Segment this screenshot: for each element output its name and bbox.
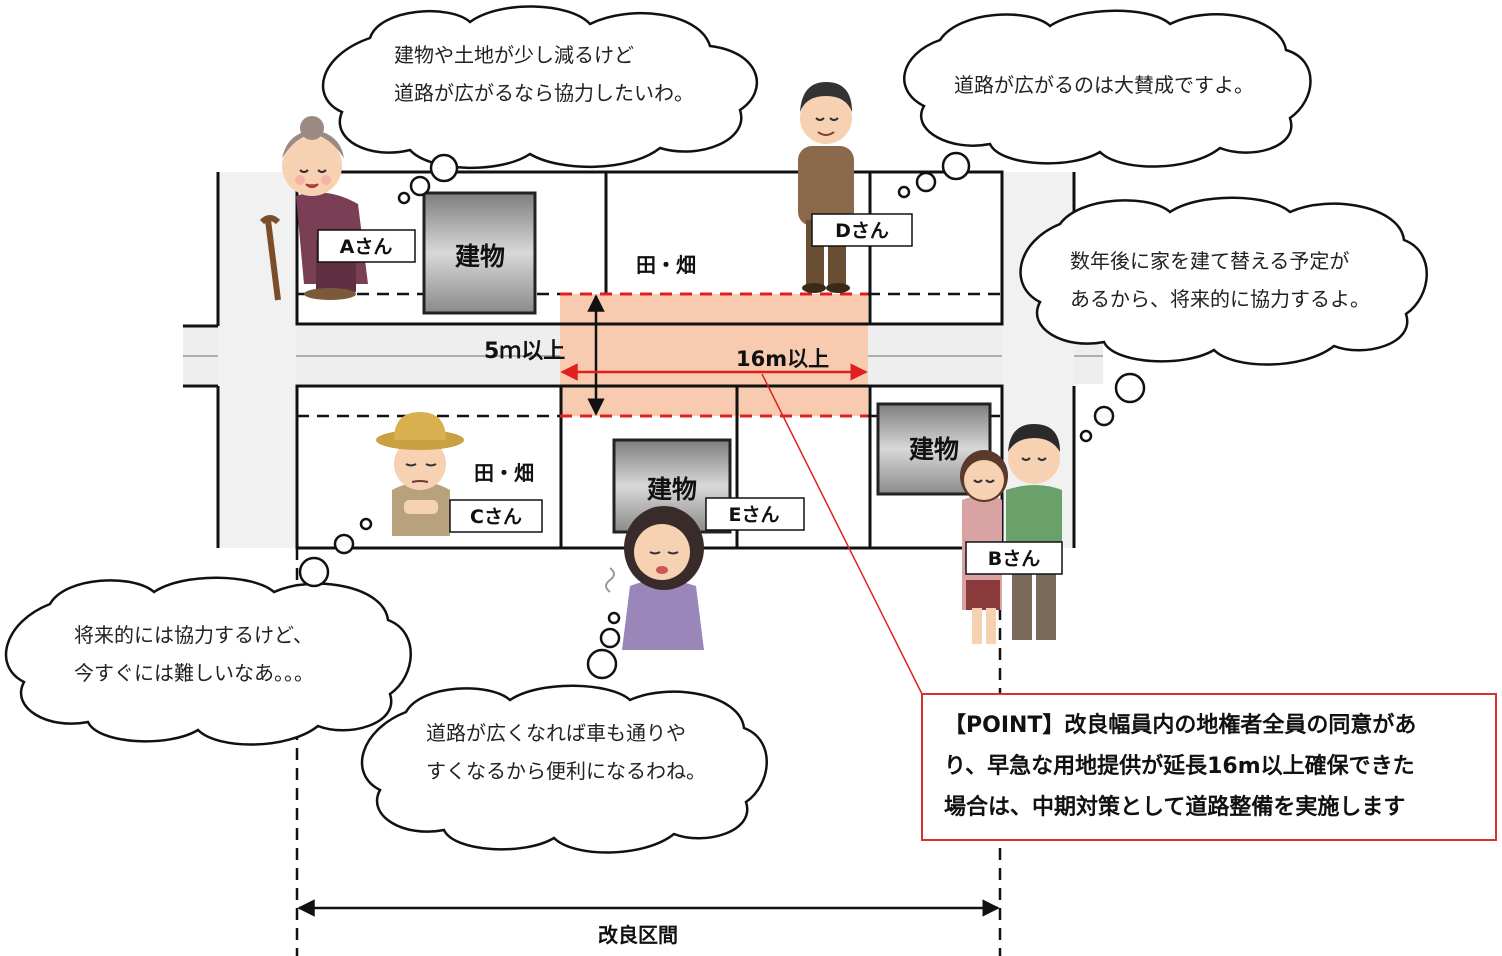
name-tag-b: [965, 541, 1063, 575]
building-b-label: 建物: [909, 435, 959, 464]
bubble-b-line-1: 数年後に家を建て替える予定が: [1070, 249, 1349, 273]
speech-bubble-a: [321, 5, 758, 205]
bubble-a-line-2: 道路が広がるなら協力したいわ。: [394, 81, 694, 105]
point-box: [921, 693, 1497, 841]
point-line-2: り、早急な用地提供が延長16m以上確保できた: [944, 753, 1415, 779]
widening-area: [560, 294, 868, 416]
point-line-1: 【POINT】改良幅員内の地権者全員の同意があ: [944, 712, 1416, 738]
field-label-north: 田・畑: [636, 253, 696, 277]
name-a: Aさん: [340, 236, 393, 258]
name-tag-e: [705, 497, 805, 531]
person-b-illustration: [960, 424, 1062, 644]
speech-bubble-e: [360, 611, 768, 854]
name-c: Cさん: [470, 506, 522, 528]
field-label-south: 田・畑: [474, 461, 534, 485]
road-edges: [183, 172, 1076, 548]
bubble-c-line-1: 将来的には協力するけど、: [74, 623, 313, 647]
point-leader-line: [761, 373, 923, 695]
person-e-illustration: [605, 506, 704, 650]
bubble-b-line-2: あるから、将来的に協力するよ。: [1070, 287, 1370, 311]
length-label: 16m以上: [736, 347, 829, 371]
name-e: Eさん: [729, 504, 780, 526]
bubble-a-line-1: 建物や土地が少し減るけど: [394, 43, 634, 67]
width-label: 5ｍ以上: [484, 339, 565, 364]
section-label: 改良区間: [598, 923, 678, 947]
person-c-illustration: [376, 412, 464, 536]
bubble-c-line-2: 今すぐには難しいなあ。。。: [74, 661, 314, 685]
building-a: [422, 191, 537, 315]
side-road-west: [218, 172, 296, 548]
name-tag-c: [449, 499, 543, 533]
bubble-d-line-1: 道路が広がるのは大賛成ですよ。: [954, 73, 1254, 97]
bubble-e-line-1: 道路が広くなれば車も通りや: [426, 721, 686, 745]
building-b: [876, 402, 992, 496]
speech-bubble-b: [1019, 196, 1428, 443]
name-tag-d: [811, 213, 913, 247]
speech-bubble-d: [897, 9, 1312, 199]
speech-bubble-c: [4, 517, 412, 746]
name-b: Bさん: [988, 548, 1040, 570]
parcels-north: [295, 170, 1004, 326]
person-d-illustration: [798, 82, 854, 293]
building-a-label: 建物: [455, 242, 505, 271]
building-e-label: 建物: [647, 475, 697, 504]
name-d: Dさん: [835, 220, 889, 242]
point-line-3: 場合は、中期対策として道路整備を実施します: [944, 794, 1405, 820]
widening-boundary: [560, 292, 868, 418]
bubble-e-line-2: すくなるから便利になるわね。: [426, 759, 706, 783]
name-tag-a: [317, 229, 416, 263]
